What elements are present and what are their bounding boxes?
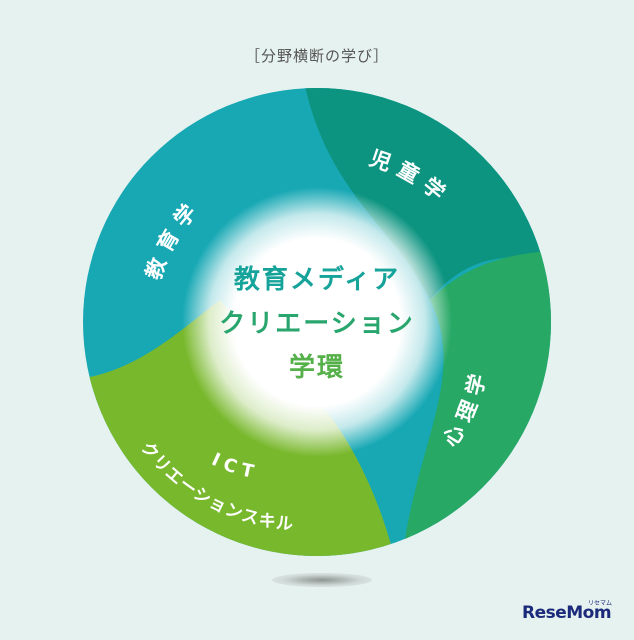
- center-title-line2: クリエーション: [219, 309, 415, 339]
- center-title-line3: 学環: [288, 353, 345, 383]
- center-title: 教育メディア クリエーション 学環: [187, 258, 447, 390]
- drop-shadow: [272, 573, 372, 587]
- center-title-line1: 教育メディア: [233, 265, 401, 295]
- logo-subtext: リセマム: [588, 600, 613, 607]
- center-glow: [182, 187, 452, 457]
- diagram-header: ［分野横断の学び］: [244, 47, 389, 65]
- resemom-logo[interactable]: ReseMom: [522, 603, 612, 623]
